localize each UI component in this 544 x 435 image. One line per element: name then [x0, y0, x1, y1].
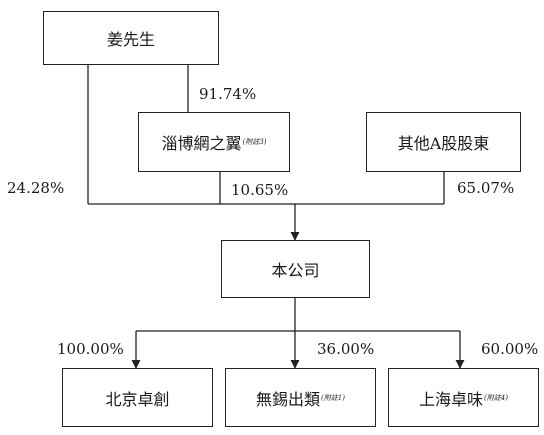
pct-jiang-to-zibo: 91.74% [199, 85, 257, 103]
entity-box-mr-jiang: 姜先生 [43, 11, 219, 65]
entity-box-company: 本公司 [221, 240, 370, 298]
footnote-marker: (附註3) [242, 138, 267, 146]
pct-jiang-to-company: 24.28% [7, 179, 65, 197]
footnote-marker: (附註4) [484, 393, 508, 402]
entity-label: 淄博網之翼 [161, 134, 242, 153]
entity-label: 無錫出類 [256, 389, 321, 409]
entity-box-wuxi-chulei: 無錫出類(附註1) [225, 368, 376, 427]
pct-company-to-wuxi: 36.00% [317, 340, 375, 358]
entity-label: 其他A股股東 [397, 134, 490, 153]
entity-box-beijing-zhuochuang: 北京卓創 [62, 368, 213, 427]
entity-label: 北京卓創 [105, 389, 170, 409]
pct-company-to-shanghai: 60.00% [481, 340, 539, 358]
entity-label: 本公司 [271, 261, 320, 280]
entity-box-other-shareholders: 其他A股股東 [366, 112, 521, 172]
pct-others-to-company: 65.07% [457, 179, 515, 197]
entity-box-shanghai-zhuowei: 上海卓味(附註4) [388, 368, 539, 427]
footnote-marker: (附註1) [321, 393, 345, 402]
entity-label: 上海卓味 [419, 389, 484, 409]
pct-zibo-to-company: 10.65% [231, 181, 289, 199]
entity-box-zibo: 淄博網之翼(附註3) [138, 112, 290, 172]
pct-company-to-beijing: 100.00% [57, 340, 124, 358]
entity-label: 姜先生 [106, 30, 155, 49]
